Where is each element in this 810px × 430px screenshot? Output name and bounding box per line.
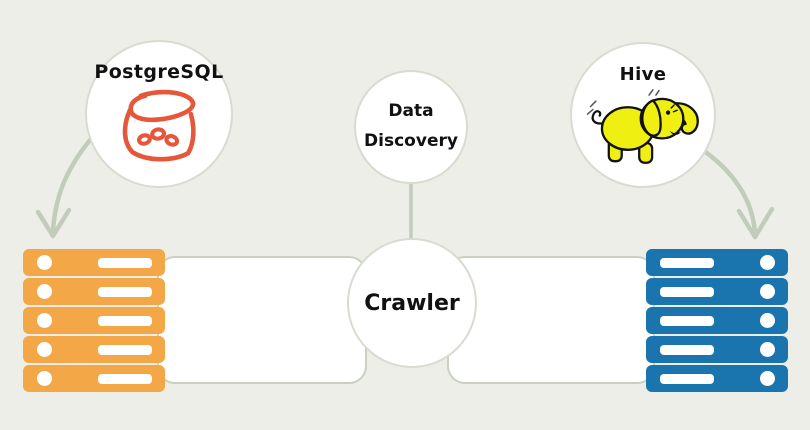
hive-label: Hive — [619, 64, 667, 85]
server-slot-bar — [98, 344, 152, 355]
server-row — [23, 365, 165, 392]
node-postgresql: PostgreSQL — [85, 40, 233, 188]
server-slot-bar — [660, 286, 714, 297]
server-led-dot — [760, 284, 775, 299]
server-slot-bar — [660, 257, 714, 268]
server-row — [23, 249, 165, 276]
crawler-left-link-panel — [157, 256, 367, 384]
server-slot-bar — [660, 315, 714, 326]
server-row — [646, 278, 788, 305]
server-slot-bar — [98, 286, 152, 297]
postgres-arrowhead — [35, 207, 72, 239]
server-led-dot — [760, 371, 775, 386]
postgres-to-servers-arrow — [50, 137, 93, 234]
server-slot-bar — [98, 373, 152, 384]
server-led-dot — [760, 313, 775, 328]
hive-server-stack — [646, 249, 788, 392]
server-row — [646, 249, 788, 276]
postgresql-label: PostgreSQL — [94, 61, 224, 83]
server-row — [23, 336, 165, 363]
server-led-dot — [760, 342, 775, 357]
server-row — [646, 365, 788, 392]
server-slot-bar — [98, 257, 152, 268]
postgresql-server-stack — [23, 249, 165, 392]
crawler-right-link-panel — [447, 256, 655, 384]
server-led-dot — [37, 313, 52, 328]
node-data-discovery: Data Discovery — [354, 70, 468, 184]
hadoop-elephant-icon — [586, 89, 699, 164]
server-row — [646, 336, 788, 363]
server-slot-bar — [98, 315, 152, 326]
crawler-label: Crawler — [364, 290, 460, 316]
database-sketch-icon — [122, 89, 196, 162]
server-slot-bar — [660, 373, 714, 384]
server-led-dot — [37, 284, 52, 299]
server-row — [646, 307, 788, 334]
server-row — [23, 307, 165, 334]
node-hive: Hive — [570, 42, 716, 188]
server-led-dot — [37, 371, 52, 386]
hive-arrowhead — [736, 206, 775, 240]
node-crawler: Crawler — [347, 238, 477, 368]
server-row — [23, 278, 165, 305]
server-slot-bar — [660, 344, 714, 355]
hive-to-servers-arrow — [697, 145, 758, 235]
data-discovery-label-line1: Data — [388, 101, 434, 122]
data-discovery-label-line2: Discovery — [364, 131, 458, 151]
server-led-dot — [760, 255, 775, 270]
server-led-dot — [37, 342, 52, 357]
server-led-dot — [37, 255, 52, 270]
